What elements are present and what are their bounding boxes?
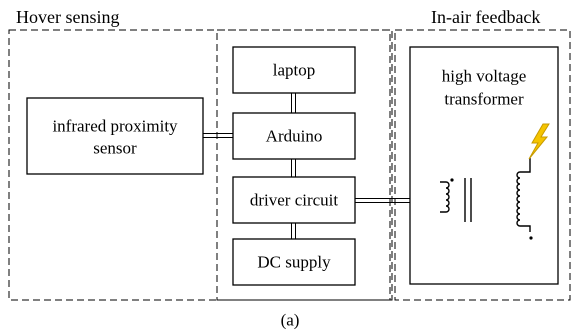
- in-air-feedback-title: In-air feedback: [431, 7, 541, 27]
- sensor-label-line1: infrared proximity: [52, 116, 178, 136]
- in-air-feedback-group-frame: [394, 29, 571, 301]
- connector-driver-transformer: [355, 198, 410, 203]
- dc-supply-block: [232, 238, 356, 286]
- connector-sensor-arduino: [203, 133, 233, 138]
- dc-supply-label: DC supply: [257, 252, 331, 272]
- connector-driver-supply: [291, 223, 296, 239]
- transformer-label-line1: high voltage: [441, 66, 527, 86]
- driver-circuit-label: driver circuit: [249, 190, 339, 210]
- controller-group-frame: [216, 29, 393, 301]
- sensor-block: [26, 97, 204, 175]
- transformer-symbol-icon: [440, 158, 533, 240]
- sensor-label-line2: sensor: [93, 138, 137, 158]
- arduino-block: [232, 112, 356, 160]
- transformer-block: [409, 46, 559, 285]
- connector-arduino-driver: [291, 159, 296, 177]
- hover-sensing-title: Hover sensing: [16, 7, 120, 27]
- laptop-label: laptop: [272, 60, 316, 80]
- driver-circuit-block: [232, 176, 356, 224]
- lightning-bolt-icon: [528, 123, 550, 160]
- figure-caption: (a): [280, 310, 300, 330]
- hover-sensing-group-frame: [8, 29, 391, 301]
- transformer-label-line2: transformer: [444, 89, 524, 109]
- laptop-block: [232, 46, 356, 94]
- arduino-label: Arduino: [265, 126, 323, 146]
- connector-laptop-arduino: [291, 93, 296, 113]
